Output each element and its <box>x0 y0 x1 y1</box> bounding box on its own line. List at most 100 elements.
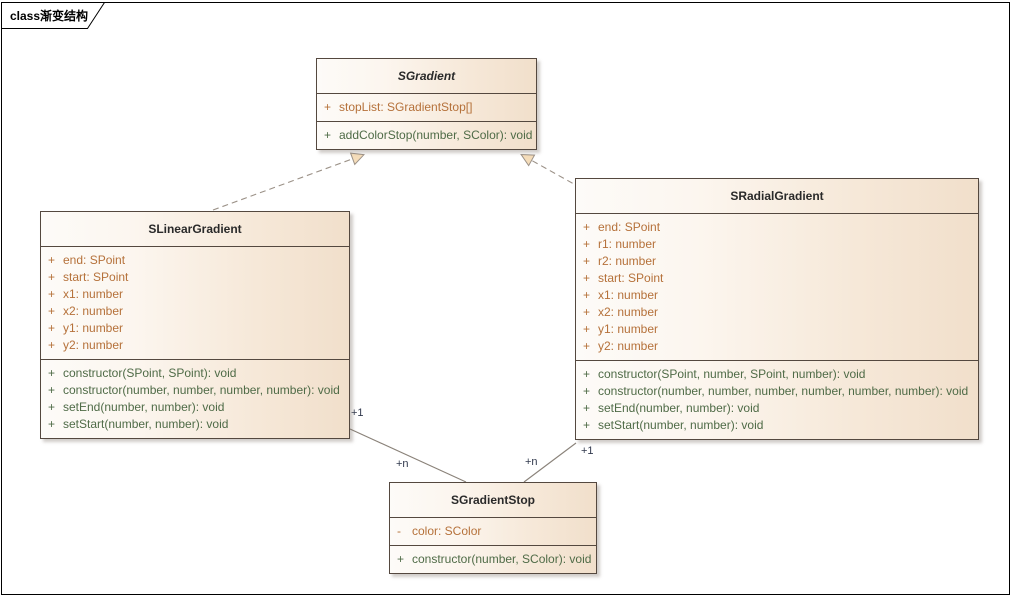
member-signature: y2: number <box>598 339 659 353</box>
class-box-slineargradient[interactable]: SLinearGradient + end: SPoint + start: S… <box>40 211 350 439</box>
visibility-marker: + <box>583 418 591 432</box>
member-signature: constructor(SPoint, SPoint): void <box>63 366 237 380</box>
visibility-marker: + <box>583 220 591 234</box>
class-methods-sgradientstop: + constructor(number, SColor): void <box>390 545 596 573</box>
member-signature: y2: number <box>63 338 124 352</box>
method-row: + constructor(number, SColor): void <box>390 551 596 568</box>
member-signature: addColorStop(number, SColor): void <box>339 128 533 142</box>
attribute-row: + start: SPoint <box>41 269 349 286</box>
class-box-sgradientstop[interactable]: SGradientStop - color: SColor + construc… <box>389 482 597 574</box>
multiplicity-radial-n: +n <box>525 456 538 468</box>
visibility-marker: + <box>48 321 56 335</box>
class-methods-sgradient: + addColorStop(number, SColor): void <box>317 121 536 149</box>
visibility-marker: + <box>324 128 332 142</box>
title-tab-shape <box>1 2 105 29</box>
class-title-sgradient: SGradient <box>397 69 456 83</box>
class-box-sradialgradient[interactable]: SRadialGradient + end: SPoint + r1: numb… <box>575 178 979 440</box>
class-title-slineargradient: SLinearGradient <box>148 222 242 236</box>
visibility-marker: + <box>583 367 591 381</box>
member-signature: constructor(SPoint, number, SPoint, numb… <box>598 367 866 381</box>
member-signature: constructor(number, number, number, numb… <box>63 383 340 397</box>
method-row: + constructor(number, number, number, nu… <box>576 383 978 400</box>
attribute-row: + end: SPoint <box>41 252 349 269</box>
member-signature: setEnd(number, number): void <box>63 400 225 414</box>
member-signature: setEnd(number, number): void <box>598 401 760 415</box>
multiplicity-linear-n: +n <box>396 458 409 470</box>
method-row: + constructor(SPoint, SPoint): void <box>41 365 349 382</box>
class-attributes-sgradientstop: - color: SColor <box>390 517 596 545</box>
visibility-marker: + <box>583 339 591 353</box>
member-signature: constructor(number, SColor): void <box>412 552 592 566</box>
attribute-row: + x2: number <box>576 304 978 321</box>
visibility-marker: + <box>583 254 591 268</box>
class-title-sgradientstop: SGradientStop <box>450 493 535 507</box>
multiplicity-radial-1: +1 <box>581 445 594 457</box>
attribute-row: + x1: number <box>41 286 349 303</box>
method-row: + constructor(SPoint, number, SPoint, nu… <box>576 366 978 383</box>
member-signature: setStart(number, number): void <box>63 417 229 431</box>
method-row: + setEnd(number, number): void <box>41 399 349 416</box>
visibility-marker: + <box>583 305 591 319</box>
method-row: + addColorStop(number, SColor): void <box>317 127 536 144</box>
member-signature: r1: number <box>598 237 657 251</box>
member-signature: stopList: SGradientStop[] <box>339 100 473 114</box>
visibility-marker: + <box>583 401 591 415</box>
class-attributes-sgradient: + stopList: SGradientStop[] <box>317 93 536 121</box>
method-row: + setEnd(number, number): void <box>576 400 978 417</box>
member-signature: end: SPoint <box>598 220 661 234</box>
visibility-marker: + <box>583 384 591 398</box>
class-box-sgradient[interactable]: SGradient + stopList: SGradientStop[] + … <box>316 58 537 150</box>
class-methods-slineargradient: + constructor(SPoint, SPoint): void + co… <box>41 359 349 438</box>
diagram-title-tab: class渐变结构 <box>1 2 105 29</box>
diagram-frame <box>1 2 1010 595</box>
attribute-row: + stopList: SGradientStop[] <box>317 99 536 116</box>
visibility-marker: + <box>48 366 56 380</box>
visibility-marker: + <box>583 322 591 336</box>
visibility-marker: + <box>48 287 56 301</box>
multiplicity-linear-1: +1 <box>351 407 364 419</box>
member-signature: x2: number <box>598 305 659 319</box>
attribute-row: + x2: number <box>41 303 349 320</box>
visibility-marker: + <box>48 417 56 431</box>
attribute-row: + y1: number <box>41 320 349 337</box>
visibility-marker: + <box>583 288 591 302</box>
attribute-row: + end: SPoint <box>576 219 978 236</box>
member-signature: setStart(number, number): void <box>598 418 764 432</box>
member-signature: x2: number <box>63 304 124 318</box>
member-signature: color: SColor <box>412 524 482 538</box>
member-signature: start: SPoint <box>63 270 129 284</box>
attribute-row: + y2: number <box>41 337 349 354</box>
class-methods-sradialgradient: + constructor(SPoint, number, SPoint, nu… <box>576 360 978 439</box>
attribute-row: + y1: number <box>576 321 978 338</box>
class-attributes-slineargradient: + end: SPoint + start: SPoint + x1: numb… <box>41 246 349 359</box>
attribute-row: + start: SPoint <box>576 270 978 287</box>
member-signature: y1: number <box>63 321 124 335</box>
class-title-sradialgradient: SRadialGradient <box>730 189 824 203</box>
visibility-marker: + <box>583 271 591 285</box>
attribute-row: + y2: number <box>576 338 978 355</box>
visibility-marker: + <box>324 100 332 114</box>
attribute-row: + r2: number <box>576 253 978 270</box>
diagram-frame-top-edge <box>100 2 1010 3</box>
method-row: + setStart(number, number): void <box>576 417 978 434</box>
member-signature: end: SPoint <box>63 253 126 267</box>
visibility-marker: + <box>48 400 56 414</box>
member-signature: constructor(number, number, number, numb… <box>598 384 969 398</box>
member-signature: x1: number <box>598 288 659 302</box>
visibility-marker: + <box>48 338 56 352</box>
diagram-title-label: class渐变结构 <box>10 9 89 23</box>
attribute-row: + x1: number <box>576 287 978 304</box>
visibility-marker: + <box>48 270 56 284</box>
visibility-marker: + <box>583 237 591 251</box>
visibility-marker: - <box>397 524 401 538</box>
member-signature: start: SPoint <box>598 271 664 285</box>
class-attributes-sradialgradient: + end: SPoint + r1: number + r2: number … <box>576 213 978 360</box>
visibility-marker: + <box>397 552 405 566</box>
method-row: + setStart(number, number): void <box>41 416 349 433</box>
visibility-marker: + <box>48 253 56 267</box>
method-row: + constructor(number, number, number, nu… <box>41 382 349 399</box>
attribute-row: - color: SColor <box>390 523 596 540</box>
visibility-marker: + <box>48 304 56 318</box>
member-signature: y1: number <box>598 322 659 336</box>
